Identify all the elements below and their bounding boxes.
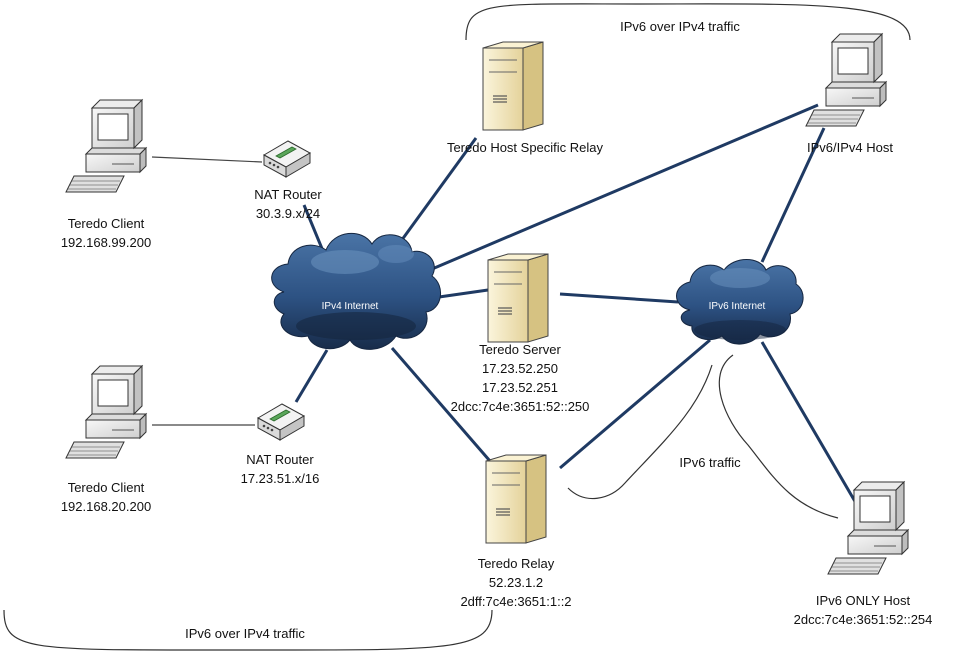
dual-stack-host-label: IPv6/IPv4 Host	[790, 138, 910, 157]
dual-stack-host-computer-icon	[805, 33, 887, 127]
host-specific-relay-server-icon	[482, 41, 544, 131]
ipv6-internet-label: IPv6 Internet	[709, 301, 766, 312]
teredo-client-2-name: Teredo Client	[67, 480, 145, 495]
top-traffic-bracket	[465, 3, 911, 41]
ipv6-traffic-bracket-left	[567, 364, 713, 500]
link-relay-ipv6	[559, 338, 711, 470]
nat-router-2-name: NAT Router	[246, 452, 314, 467]
network-links	[151, 103, 862, 511]
link-ipv6-ipv6only	[760, 341, 862, 511]
ipv6-only-host-address: 2dcc:7c4e:3651:52::254	[793, 612, 933, 627]
link-ipv4-server	[431, 288, 489, 300]
teredo-relay-server-icon	[485, 454, 547, 544]
nat-router-2-address: 17.23.51.x/16	[240, 471, 320, 486]
bottom-traffic-bracket	[3, 609, 493, 651]
host-specific-relay-name: Teredo Host Specific Relay	[446, 140, 604, 155]
teredo-relay-name: Teredo Relay	[477, 556, 555, 571]
ipv6-only-host-computer-icon	[827, 481, 909, 575]
nat-router-1-address: 30.3.9.x/24	[255, 206, 321, 221]
teredo-server-icon	[487, 253, 549, 343]
teredo-client-2-computer-icon	[65, 365, 147, 459]
teredo-relay-address-1: 52.23.1.2	[488, 575, 544, 590]
ipv4-internet-label: IPv4 Internet	[322, 301, 379, 312]
ipv6-traffic-label: IPv6 traffic	[679, 455, 741, 470]
link-ipv4-hostrelay	[394, 137, 478, 249]
teredo-relay-address-2: 2dff:7c4e:3651:1::2	[460, 594, 572, 609]
teredo-client-1-address: 192.168.99.200	[60, 235, 152, 250]
teredo-server-address-1: 17.23.52.250	[482, 361, 558, 376]
link-server-ipv6	[559, 292, 679, 304]
link-client1-nat1	[151, 156, 263, 163]
teredo-client-1-computer-icon	[65, 99, 147, 193]
ipv6-only-host-name: IPv6 ONLY Host	[815, 593, 911, 608]
teredo-server-address-2: 17.23.52.251	[482, 380, 558, 395]
top-traffic-label: IPv6 over IPv4 traffic	[620, 19, 740, 34]
teredo-server-label: Teredo Server 17.23.52.250 17.23.52.251 …	[440, 340, 600, 416]
nat-router-1-label: NAT Router 30.3.9.x/24	[228, 185, 348, 223]
teredo-relay-label: Teredo Relay 52.23.1.2 2dff:7c4e:3651:1:…	[446, 554, 586, 611]
teredo-server-address-3: 2dcc:7c4e:3651:52::250	[450, 399, 590, 414]
teredo-client-1-label: Teredo Client 192.168.99.200	[36, 214, 176, 252]
teredo-client-1-name: Teredo Client	[67, 216, 145, 231]
teredo-server-name: Teredo Server	[479, 342, 561, 357]
ipv6-internet-cloud: IPv6 Internet	[676, 259, 804, 345]
ipv4-internet-cloud: IPv4 Internet	[271, 232, 441, 350]
teredo-client-2-label: Teredo Client 192.168.20.200	[36, 478, 176, 516]
link-ipv4-dualhost	[424, 103, 819, 274]
nat-router-1-name: NAT Router	[254, 187, 322, 202]
ipv6-traffic-bracket-right	[718, 354, 839, 519]
nat-router-2-label: NAT Router 17.23.51.x/16	[220, 450, 340, 488]
bottom-traffic-label: IPv6 over IPv4 traffic	[185, 626, 305, 641]
link-dualhost-ipv6	[760, 127, 826, 263]
nat-router-1-icon	[263, 140, 311, 178]
nat-router-2-icon	[257, 403, 305, 441]
dual-stack-host-name: IPv6/IPv4 Host	[807, 140, 893, 155]
link-nat2-ipv4	[294, 349, 329, 403]
link-ipv4-relay	[390, 347, 498, 469]
host-specific-relay-label: Teredo Host Specific Relay	[420, 138, 630, 157]
teredo-client-2-address: 192.168.20.200	[60, 499, 152, 514]
ipv6-only-host-label: IPv6 ONLY Host 2dcc:7c4e:3651:52::254	[778, 591, 948, 629]
